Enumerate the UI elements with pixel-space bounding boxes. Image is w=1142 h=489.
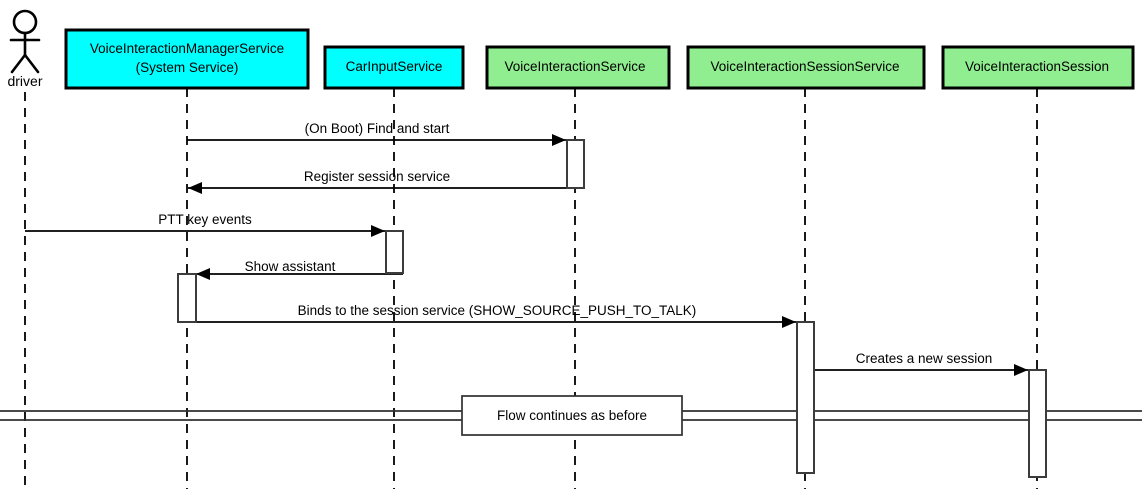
participant-cis-box[interactable] [323, 45, 465, 90]
participant-vims-label-line-1: VoiceInteractionManagerService [90, 41, 284, 56]
msg-creates-a-new-session: Creates a new session [814, 351, 1028, 376]
flow-separator-label: Flow continues as before [497, 408, 647, 423]
actor-head-icon [12, 9, 38, 35]
participant-vis[interactable]: VoiceInteractionService [485, 45, 671, 90]
act-cis-ptt [385, 230, 404, 274]
msg-find-and-start-label: (On Boot) Find and start [305, 121, 450, 136]
msg-show-assistant-label: Show assistant [245, 259, 336, 274]
msg-binds-to-session-service-label: Binds to the session service (SHOW_SOURC… [298, 303, 697, 318]
participant-viss-box[interactable] [686, 45, 926, 90]
msg-register-session-service-arrowhead [188, 182, 202, 194]
participant-boxes-group: VoiceInteractionManagerService (System Se… [64, 28, 1135, 90]
msg-binds-to-session-service: Binds to the session service (SHOW_SOURC… [178, 303, 796, 328]
msg-creates-a-new-session-label: Creates a new session [856, 351, 993, 366]
msg-ptt-key-events: PTT key events [25, 212, 385, 237]
participant-vims-label-line-2: (System Service) [136, 60, 239, 75]
participant-cis-label-line-1: CarInputService [346, 59, 443, 74]
participant-cis[interactable]: CarInputService [323, 45, 465, 90]
msg-ptt-key-events-arrowhead [371, 225, 385, 237]
participant-visn-label-line-1: VoiceInteractionSession [965, 59, 1109, 74]
act-visn-create [1028, 369, 1047, 478]
msg-creates-a-new-session-arrowhead [1014, 364, 1028, 376]
msg-binds-to-session-service-arrowhead [782, 316, 796, 328]
actor-driver-label: driver [7, 73, 42, 89]
participant-visn[interactable]: VoiceInteractionSession [941, 45, 1135, 90]
participant-viss[interactable]: VoiceInteractionSessionService [686, 45, 926, 90]
msg-find-and-start: (On Boot) Find and start [187, 121, 566, 146]
msg-find-and-start-arrowhead [552, 134, 566, 146]
act-vims-show [177, 273, 197, 323]
msg-register-session-service-label: Register session service [304, 169, 450, 184]
msg-show-assistant-arrowhead [196, 268, 210, 280]
msg-ptt-key-events-label: PTT key events [158, 212, 252, 227]
actor-driver[interactable]: driver [7, 9, 43, 89]
msg-show-assistant: Show assistant [196, 259, 403, 280]
participant-vims[interactable]: VoiceInteractionManagerService (System Se… [64, 28, 310, 90]
participant-visn-box[interactable] [941, 45, 1135, 90]
participant-vis-label-line-1: VoiceInteractionService [504, 59, 645, 74]
activation-bars-group [177, 139, 1047, 478]
msg-register-session-service: Register session service [188, 169, 567, 194]
flow-separator-box-rect [461, 395, 683, 436]
act-viss-bind [796, 321, 815, 474]
act-vis-boot [566, 139, 585, 189]
actor-leg-right-icon [23, 53, 40, 74]
participant-vims-box[interactable] [64, 28, 310, 90]
flow-separator-box: Flow continues as before [461, 395, 683, 436]
actor-leg-left-icon [10, 53, 27, 74]
participant-vis-box[interactable] [485, 45, 671, 90]
participant-viss-label-line-1: VoiceInteractionSessionService [710, 59, 899, 74]
